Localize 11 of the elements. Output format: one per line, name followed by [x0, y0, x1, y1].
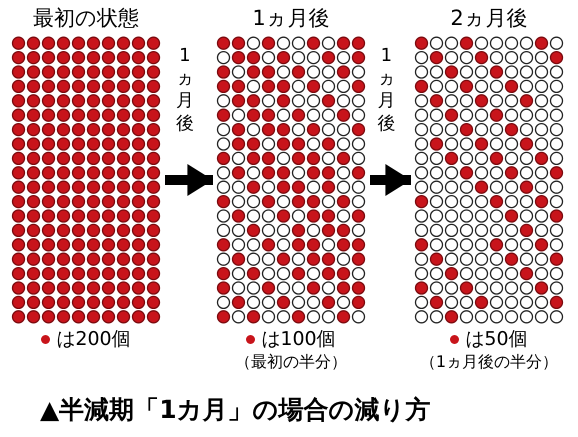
- count-text: は100個: [261, 327, 336, 352]
- panel-heading: 2ヵ月後: [450, 5, 528, 32]
- note-text: （1ヵ月後の半分）: [420, 352, 558, 373]
- count-text: は50個: [465, 327, 528, 352]
- note-text: （最初の半分）: [235, 352, 347, 373]
- arrow: [370, 164, 411, 196]
- count-text: は200個: [56, 327, 131, 352]
- caption: ▲半減期「1カ月」の場合の減り方: [40, 394, 431, 426]
- arrow: [165, 164, 213, 196]
- panel-heading: 最初の状態: [33, 5, 139, 32]
- panel-heading: 1ヵ月後: [252, 5, 330, 32]
